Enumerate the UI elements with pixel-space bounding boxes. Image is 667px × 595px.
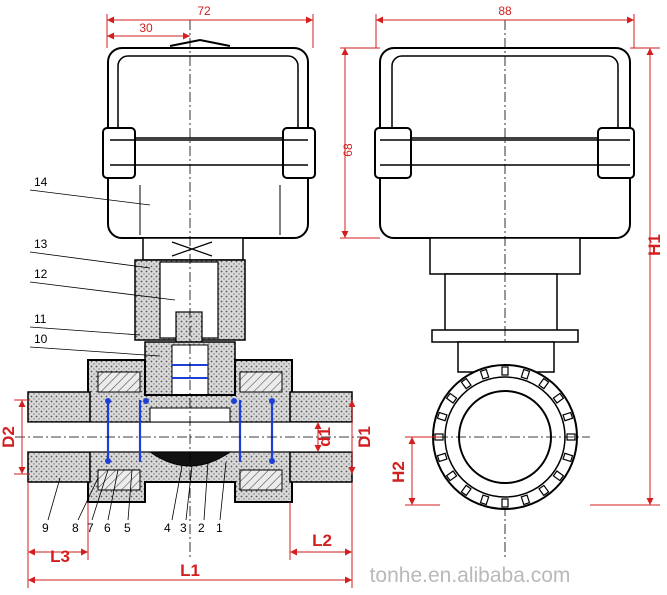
watermark: tonhe.en.alibaba.com [370, 564, 571, 587]
dim-h1: H1 [645, 234, 664, 256]
actuator-side-view [102, 38, 316, 239]
dim-h2: H2 [389, 461, 408, 483]
dim-30: 30 [139, 21, 153, 35]
part-number: 3 [180, 521, 187, 535]
union-flange-front [420, 341, 590, 510]
dim-small-d1: d1 [315, 427, 334, 447]
part-number: 7 [87, 521, 94, 535]
flange-lug [520, 368, 531, 380]
dim-l2: L2 [312, 531, 332, 550]
part-callouts: 14 13 12 11 10 9 8 7 6 5 4 3 2 1 [29, 175, 227, 535]
flange-lug [479, 368, 490, 380]
flange-lug [562, 411, 574, 422]
part-number: 9 [42, 521, 49, 535]
flange-lug [460, 377, 472, 390]
part-number: 10 [34, 332, 48, 346]
part-number: 14 [34, 175, 48, 189]
part-number: 1 [216, 521, 223, 535]
part-number: 4 [164, 521, 171, 535]
flange-lug [552, 392, 565, 404]
dim-68: 68 [341, 143, 355, 157]
flange-lug [501, 498, 509, 508]
dim-72: 72 [197, 4, 211, 18]
flange-lug [479, 494, 490, 506]
dim-d1: D1 [355, 426, 374, 448]
flange-lug [460, 484, 472, 497]
part-number: 13 [34, 237, 48, 251]
flange-lug [445, 470, 458, 482]
flange-lug [538, 484, 550, 497]
part-number: 5 [124, 521, 131, 535]
part-number: 12 [34, 267, 48, 281]
flange-lug [520, 494, 531, 506]
flange-lug [445, 392, 458, 404]
flange-lug [436, 411, 448, 422]
flange-lug [538, 377, 550, 390]
dim-d2: D2 [0, 426, 18, 448]
dim-l1: L1 [180, 561, 200, 580]
part-number: 2 [198, 521, 205, 535]
dimension-labels: 72 30 88 68 H1 H2 D2 D1 d1 L1 L2 L3 [0, 4, 664, 580]
stem-housing [134, 237, 246, 348]
flange-lug [562, 452, 574, 463]
part-number: 8 [72, 521, 79, 535]
dimension-lines [14, 14, 660, 588]
part-number: 6 [104, 521, 111, 535]
dim-l3: L3 [50, 547, 70, 566]
actuator-front-view [374, 20, 635, 560]
dim-88: 88 [498, 4, 512, 18]
flange-lug [501, 366, 509, 376]
part-number: 11 [34, 312, 47, 326]
flange-lug [552, 470, 565, 482]
flange-lug [436, 452, 448, 463]
valve-body-section [15, 20, 365, 560]
